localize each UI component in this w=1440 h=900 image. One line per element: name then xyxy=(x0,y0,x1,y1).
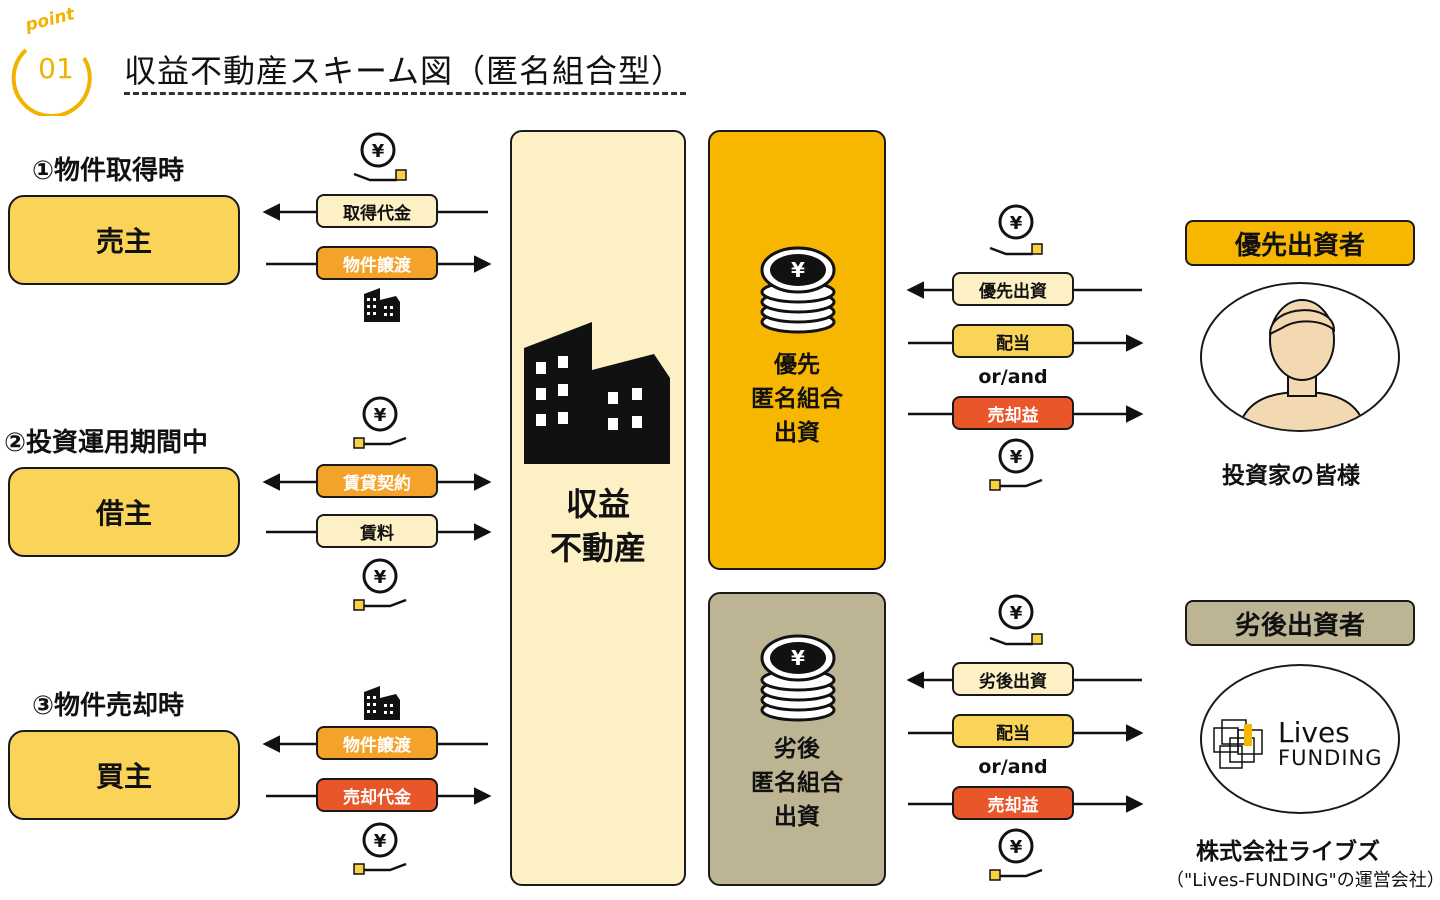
yen-coin-hand-icon: ¥ xyxy=(989,204,1043,256)
senior-fund-line1: 優先 xyxy=(774,352,820,378)
senior-fund-line2: 匿名組合 xyxy=(751,386,843,412)
property-label: 収益 不動産 xyxy=(510,482,686,570)
junior-investor-header: 劣後出資者 xyxy=(1185,600,1415,646)
yen-coin-hand-icon: ¥ xyxy=(989,438,1043,491)
label-senior-gain: 売却益 xyxy=(952,396,1074,430)
label-lease-contract: 賃貸契約 xyxy=(316,464,438,498)
junior-fund-line1: 劣後 xyxy=(774,736,820,762)
page-title: 収益不動産スキーム図（匿名組合型） xyxy=(124,52,685,90)
point-number: 01 xyxy=(38,52,74,85)
lives-funding-logo: Lives FUNDING xyxy=(1200,664,1400,814)
label-junior-gain: 売却益 xyxy=(952,786,1074,820)
yen-coin-hand-icon: ¥ xyxy=(353,396,407,449)
coin-stack-icon: ¥ xyxy=(760,634,836,722)
junior-investor-sub: （"Lives-FUNDING"の運営会社） xyxy=(1166,870,1440,891)
building-icon xyxy=(524,322,670,464)
coin-stack-icon: ¥ xyxy=(760,246,836,334)
junior-fund-line3: 出資 xyxy=(774,804,820,830)
senior-investor-caption: 投資家の皆様 xyxy=(1222,463,1360,489)
senior-fund-column xyxy=(708,130,886,570)
building-icon xyxy=(364,288,400,322)
person-icon xyxy=(1237,299,1367,430)
junior-fund-line2: 匿名組合 xyxy=(751,770,843,796)
phase-1-title: ①物件取得時 xyxy=(32,156,185,186)
title-underline xyxy=(124,92,686,95)
svg-text:¥: ¥ xyxy=(1010,213,1023,234)
junior-fund-label: 劣後 匿名組合 出資 xyxy=(708,732,886,834)
logo-funding: FUNDING xyxy=(1278,746,1383,770)
point-badge-icon xyxy=(11,48,92,116)
label-rent: 賃料 xyxy=(316,514,438,548)
yen-coin-hand-icon: ¥ xyxy=(353,132,407,182)
label-acquisition-price: 取得代金 xyxy=(316,194,438,228)
label-junior-dividend: 配当 xyxy=(952,714,1074,748)
svg-text:¥: ¥ xyxy=(1010,603,1023,624)
yen-coin-hand-icon: ¥ xyxy=(989,828,1043,881)
junior-or-and: or/and xyxy=(978,756,1048,778)
logo-lives: Lives xyxy=(1278,716,1350,749)
label-senior-investment: 優先出資 xyxy=(952,272,1074,306)
svg-text:¥: ¥ xyxy=(374,567,387,588)
label-sale-price: 売却代金 xyxy=(316,778,438,812)
label-senior-dividend: 配当 xyxy=(952,324,1074,358)
junior-investor-caption: 株式会社ライブズ xyxy=(1196,839,1380,865)
svg-text:¥: ¥ xyxy=(1010,837,1023,858)
property-line1: 収益 xyxy=(565,485,630,523)
senior-investor-avatar xyxy=(1200,282,1400,432)
label-junior-investment: 劣後出資 xyxy=(952,662,1074,696)
phase-3-title: ③物件売却時 xyxy=(32,691,185,721)
party-buyer: 買主 xyxy=(8,730,240,820)
label-property-transfer-sale: 物件譲渡 xyxy=(316,726,438,760)
yen-coin-hand-icon: ¥ xyxy=(353,558,407,611)
senior-fund-line3: 出資 xyxy=(774,420,820,446)
svg-text:¥: ¥ xyxy=(791,646,805,670)
svg-text:¥: ¥ xyxy=(374,405,387,426)
building-icon xyxy=(364,686,400,720)
svg-text:¥: ¥ xyxy=(791,258,805,282)
yen-coin-hand-icon: ¥ xyxy=(989,594,1043,646)
cube-logo-icon xyxy=(1213,719,1263,769)
label-property-transfer: 物件譲渡 xyxy=(316,246,438,280)
yen-coin-hand-icon: ¥ xyxy=(353,822,407,875)
party-seller: 売主 xyxy=(8,195,240,285)
property-column xyxy=(510,130,686,886)
svg-text:¥: ¥ xyxy=(1010,447,1023,468)
senior-fund-label: 優先 匿名組合 出資 xyxy=(708,348,886,450)
property-line2: 不動産 xyxy=(549,529,646,567)
senior-or-and: or/and xyxy=(978,366,1048,388)
senior-investor-header: 優先出資者 xyxy=(1185,220,1415,266)
party-tenant: 借主 xyxy=(8,467,240,557)
phase-2-title: ②投資運用期間中 xyxy=(4,428,209,458)
svg-text:¥: ¥ xyxy=(374,831,387,852)
svg-text:¥: ¥ xyxy=(372,141,385,162)
